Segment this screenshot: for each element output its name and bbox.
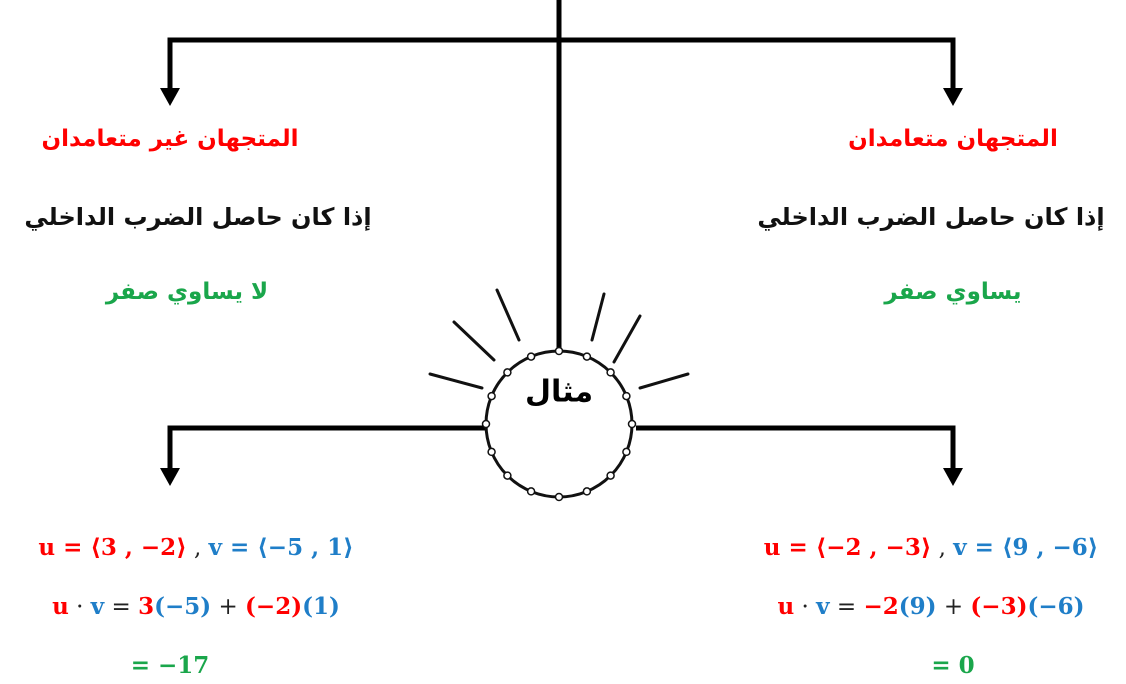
right-vectors-line: u = ⟨−2 , −3⟩ , v = ⟨9 , −6⟩	[764, 534, 1099, 561]
math-token: 3	[138, 593, 155, 620]
bead-dot	[526, 352, 536, 361]
math-token: u	[777, 593, 795, 620]
right-dot-product-line: u · v = −2(9) + (−3)(−6)	[777, 593, 1084, 620]
bottom-right-arrowhead	[943, 468, 963, 486]
right-heading: المتجهان متعامدان	[848, 126, 1058, 152]
left-result: لا يساوي صفر	[105, 279, 269, 305]
math-token: (−5)	[154, 593, 212, 620]
math-token: ·	[794, 594, 817, 620]
bead-dot	[481, 419, 491, 429]
right-result: يساوي صفر	[884, 279, 1022, 305]
bottom-left-arrowhead	[160, 468, 180, 486]
bead-dot	[582, 487, 592, 496]
math-token: (1)	[302, 593, 340, 620]
math-token: u = ⟨3 , −2⟩	[38, 534, 187, 561]
left-dot-product-line: u · v = 3(−5) + (−2)(1)	[52, 593, 340, 620]
math-token: u	[763, 534, 781, 561]
bead-dot	[622, 391, 631, 401]
math-token: (−3)	[970, 593, 1028, 620]
left-bottom-branch-line	[167, 425, 488, 472]
top-branch-line	[167, 37, 956, 92]
math-token: (−2)	[245, 593, 303, 620]
math-token: ,	[931, 535, 954, 561]
left-vectors-line: u = ⟨3 , −2⟩ , v = ⟨−5 , 1⟩	[38, 534, 353, 561]
math-token: ⟨−2 , −3⟩	[815, 534, 932, 561]
math-token: ,	[186, 535, 209, 561]
top-right-arrowhead	[943, 88, 963, 106]
circle-bead-dots	[481, 346, 637, 502]
bead-dot	[487, 447, 496, 457]
bead-dot	[606, 368, 615, 377]
math-token: =	[829, 594, 864, 620]
left-result-line: = −17	[131, 652, 210, 679]
left-condition: إذا كان حاصل الضرب الداخلي	[24, 203, 372, 231]
bead-dot	[606, 471, 615, 480]
bead-dot	[554, 492, 564, 502]
top-left-arrowhead	[160, 88, 180, 106]
math-token: = ⟨9 , −6⟩	[966, 534, 1099, 561]
bead-dot	[503, 368, 512, 377]
math-token: v = ⟨−5 , 1⟩	[208, 534, 354, 561]
example-label: مثال	[524, 374, 594, 410]
bead-dot	[582, 352, 592, 361]
bead-dot	[526, 487, 536, 496]
math-token: v	[953, 534, 967, 561]
math-token: v	[90, 593, 105, 620]
bead-dot	[487, 391, 496, 401]
math-token: +	[936, 594, 971, 620]
math-token: −2	[863, 593, 899, 620]
right-condition: إذا كان حاصل الضرب الداخلي	[757, 203, 1105, 231]
right-bottom-branch-line	[636, 425, 956, 472]
bead-dot	[554, 346, 564, 356]
math-token: (9)	[898, 593, 937, 620]
bead-dot	[627, 419, 637, 429]
right-result-line: = 0	[931, 652, 974, 679]
math-token: = 0	[931, 652, 975, 679]
burst-strokes	[428, 288, 690, 390]
bead-dot	[503, 471, 512, 480]
math-token: +	[211, 594, 246, 620]
math-token: = −17	[130, 652, 210, 679]
math-token: u	[52, 593, 69, 620]
math-token: =	[780, 534, 816, 561]
bead-dot	[622, 447, 631, 457]
math-token: (−6)	[1027, 593, 1085, 620]
math-token: =	[104, 594, 139, 620]
math-token: v	[816, 593, 830, 620]
left-heading: المتجهان غير متعامدان	[41, 126, 299, 152]
math-token: ·	[68, 594, 91, 620]
